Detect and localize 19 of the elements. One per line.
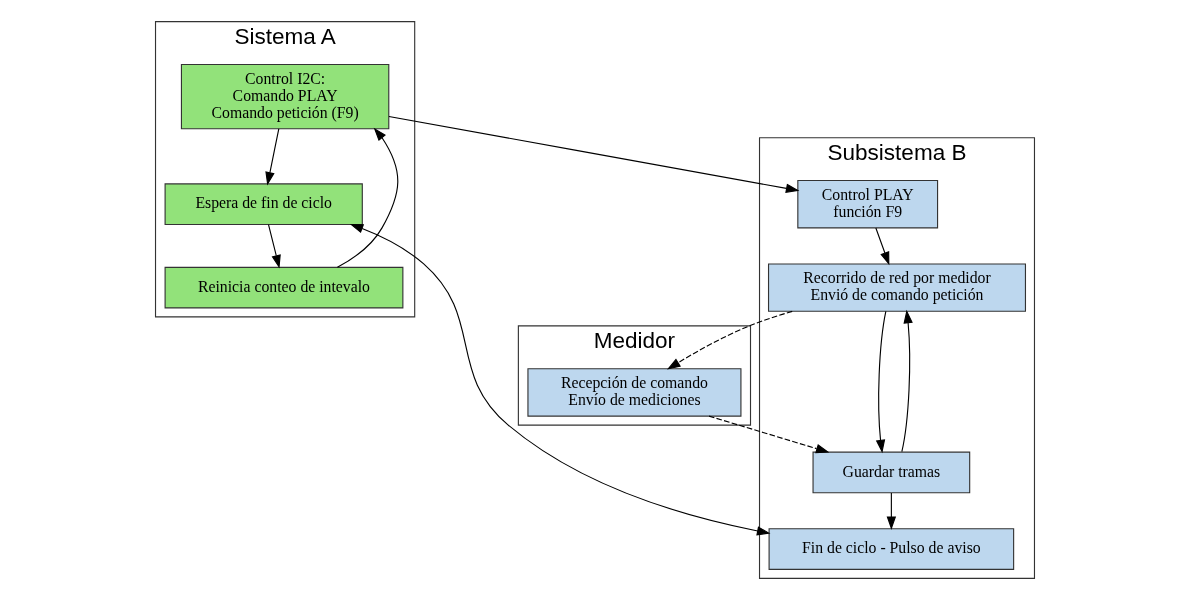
node-box: Reinicia conteo de intevalo bbox=[164, 266, 404, 309]
arrow bbox=[901, 309, 913, 453]
arrow bbox=[388, 115, 800, 193]
arrow bbox=[886, 492, 897, 530]
arrow bbox=[708, 415, 830, 454]
node-box: Fin de ciclo - Pulso de aviso bbox=[768, 528, 1015, 570]
node-box: Control PLAY función F9 bbox=[797, 180, 939, 229]
node-box: Recorrido de red por medidor Envió de comando petición bbox=[767, 263, 1027, 312]
arrow bbox=[349, 224, 771, 536]
arrow bbox=[336, 127, 399, 268]
arrow bbox=[267, 224, 281, 269]
arrow bbox=[875, 227, 890, 266]
node-box: Guardar tramas bbox=[812, 451, 971, 494]
node-box: Recepción de comando Envío de mediciones bbox=[527, 368, 742, 417]
node-box: Control I2C: Comando PLAY Comando petición (F9) bbox=[180, 63, 390, 130]
arrow bbox=[875, 310, 887, 454]
node-box: Espera de fin de ciclo bbox=[164, 183, 363, 226]
arrow bbox=[666, 310, 793, 370]
arrow bbox=[265, 128, 280, 186]
